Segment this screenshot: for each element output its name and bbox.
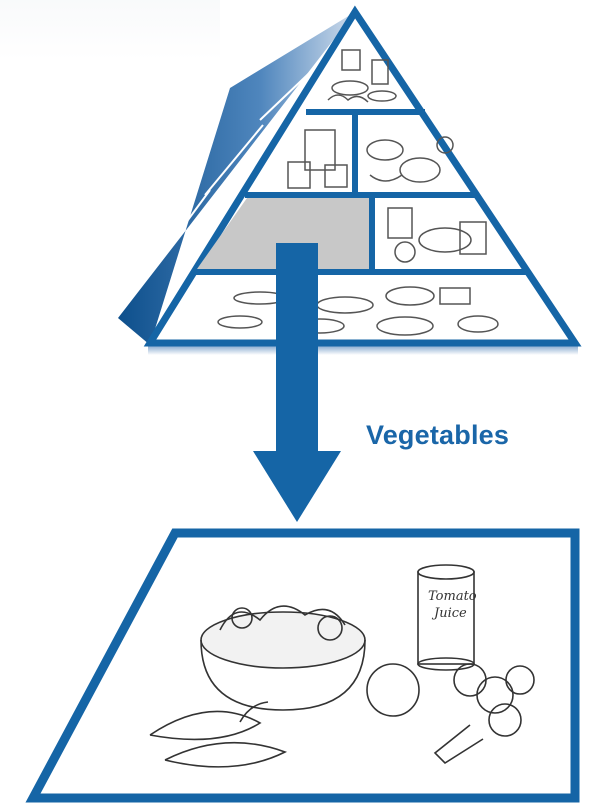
vegetables-label: Vegetables bbox=[366, 420, 510, 450]
meat-beans-icon bbox=[366, 136, 454, 183]
vegetables-tier-highlight bbox=[197, 198, 369, 269]
pyramid-shadow bbox=[148, 345, 578, 355]
vegetables-illustration bbox=[149, 564, 535, 768]
down-arrow-icon bbox=[253, 243, 341, 522]
dairy-icon bbox=[287, 129, 348, 189]
pyramid-side-face bbox=[118, 12, 355, 345]
fats-oils-sweets-icon bbox=[327, 49, 397, 103]
can-label-word: Tomato bbox=[428, 589, 477, 604]
can-label-word: Juice bbox=[431, 606, 467, 621]
fruit-icon bbox=[387, 207, 487, 263]
corner-fade bbox=[0, 0, 220, 60]
